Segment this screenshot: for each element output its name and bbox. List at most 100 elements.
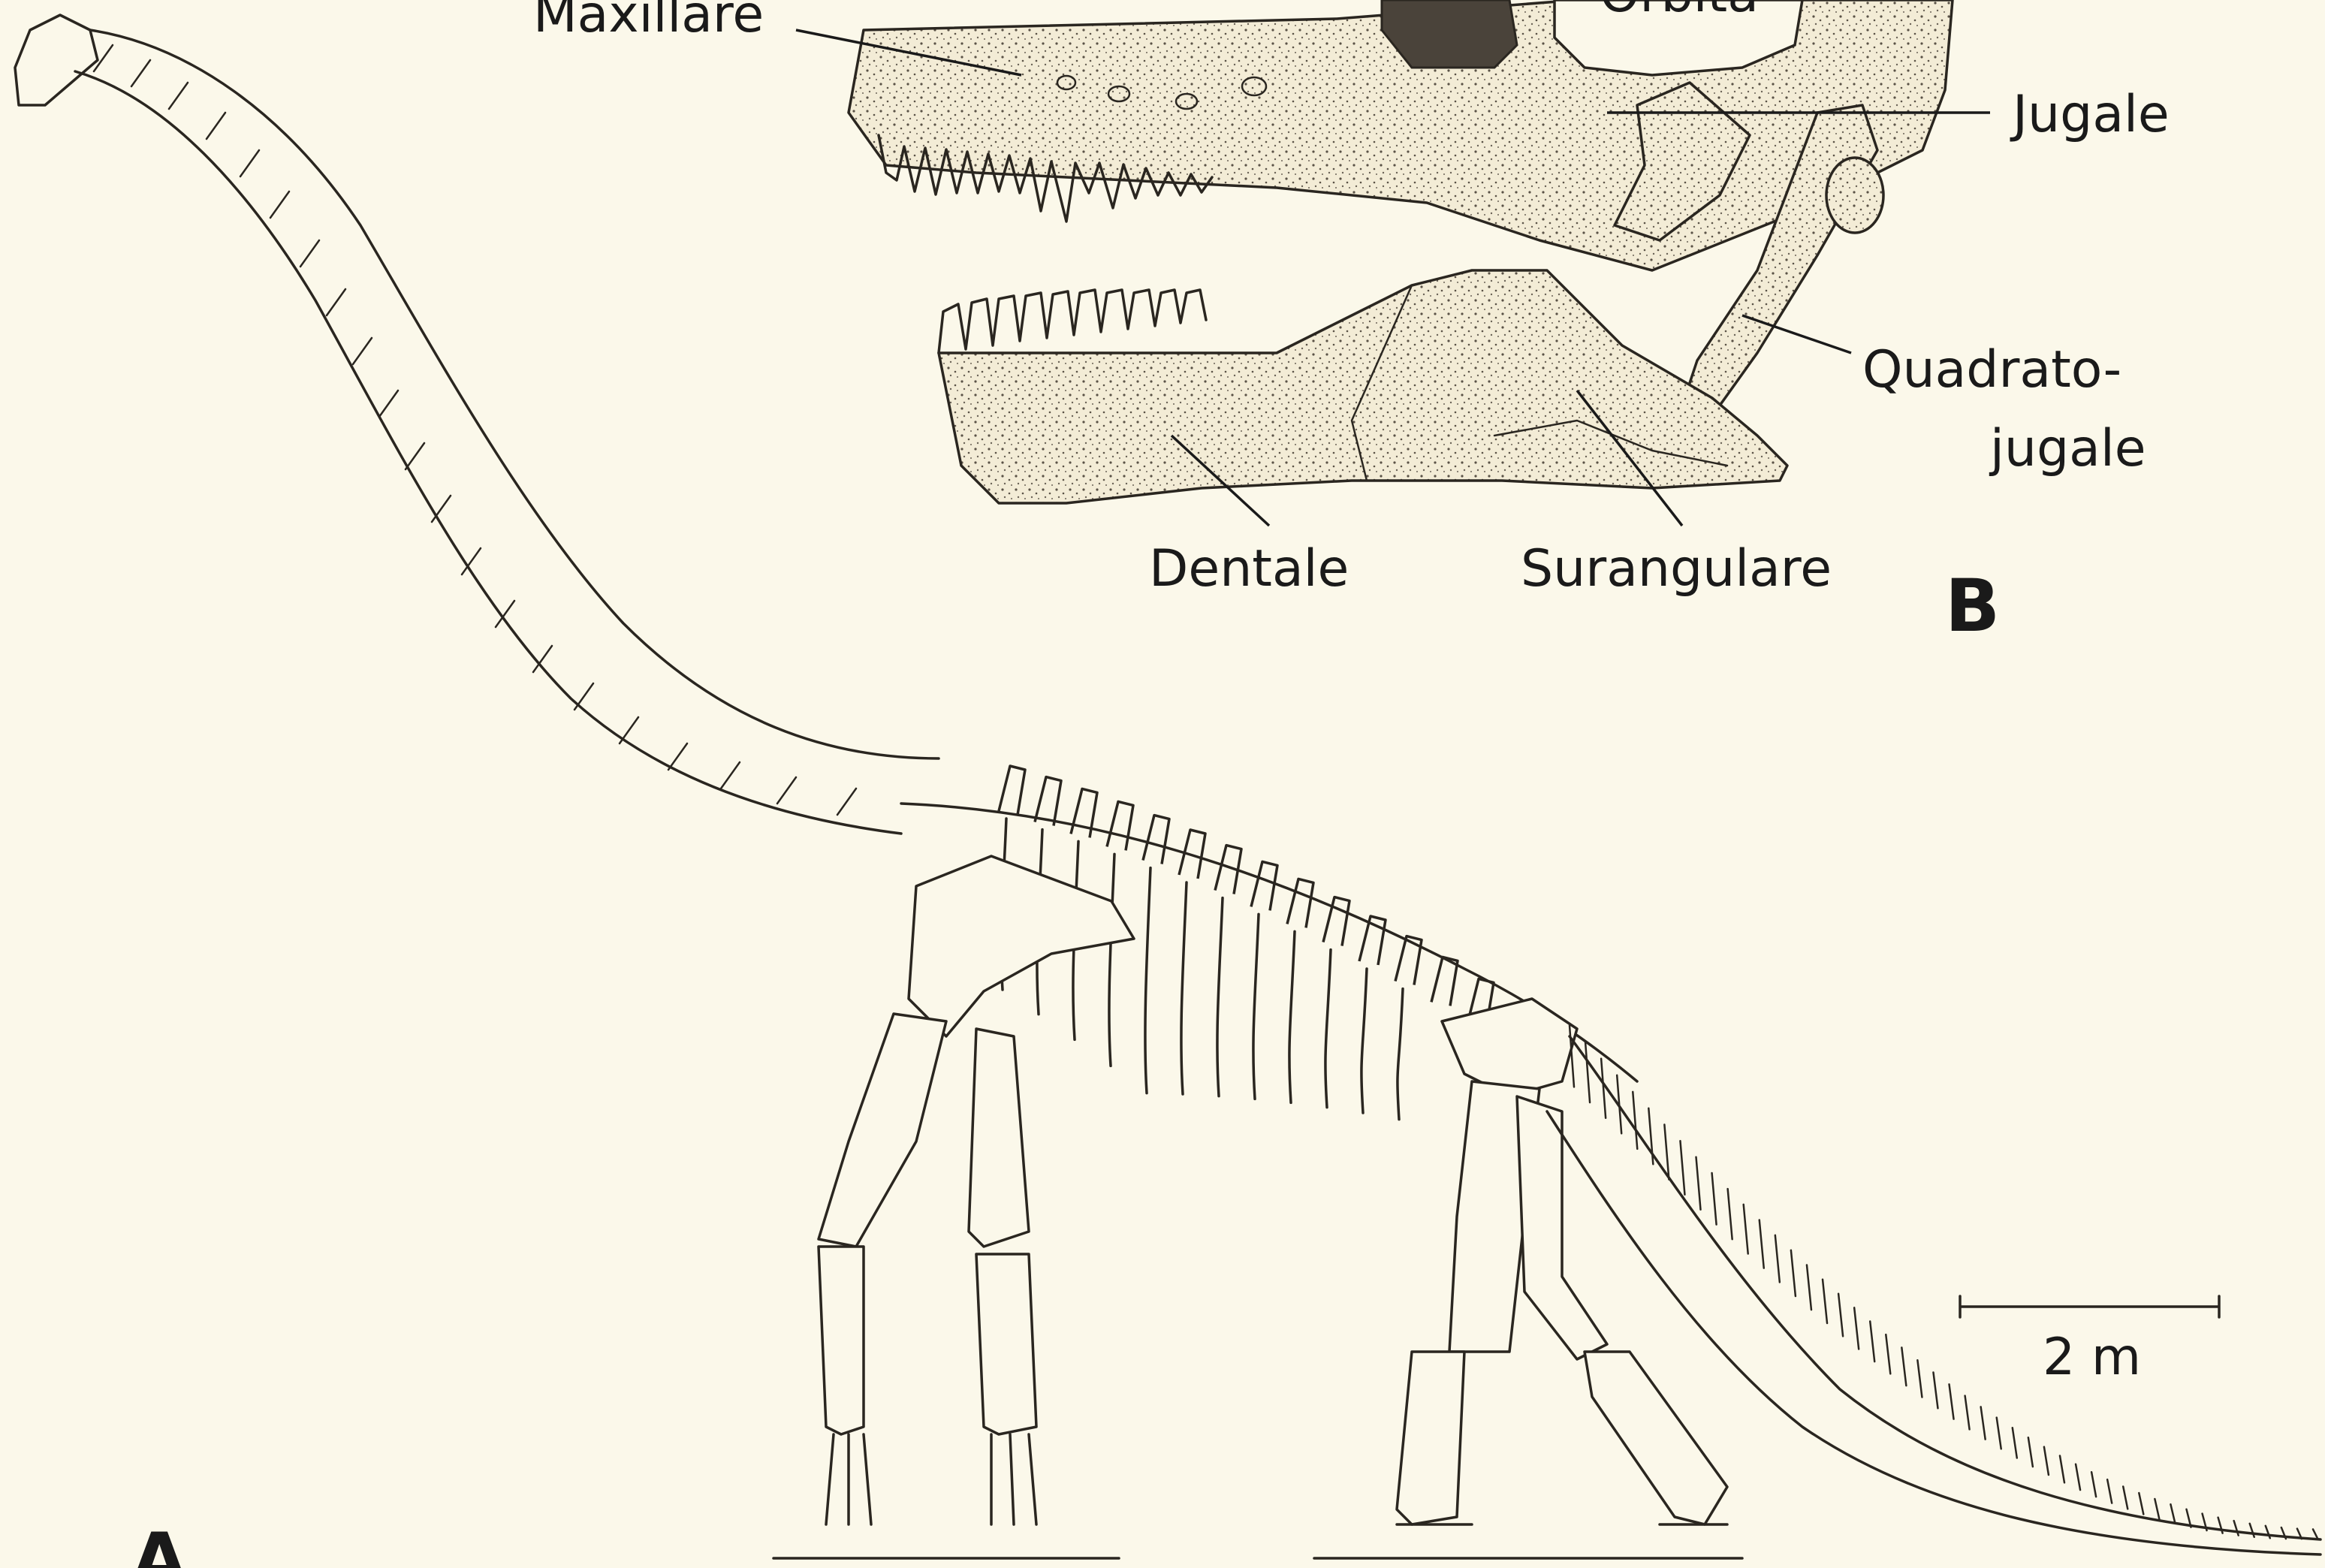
- tail-vertebra: [1742, 1203, 1749, 1255]
- tail-vertebra: [1568, 1024, 1576, 1088]
- label-quadratojugale-1: Quadrato-: [1862, 340, 2121, 400]
- leader-dentale: [1170, 434, 1271, 527]
- tail-vertebra: [1821, 1278, 1829, 1325]
- skeleton-tibia: [1395, 1350, 1466, 1526]
- neck-vertebra: [719, 761, 741, 790]
- skeleton-femur: [1448, 1080, 1541, 1353]
- tail-vertebra: [1964, 1395, 1971, 1431]
- neck-vertebra: [573, 682, 595, 711]
- tail-vertebra: [2154, 1497, 2161, 1521]
- rib: [1360, 967, 1368, 1114]
- tail-vertebra: [1995, 1416, 2002, 1450]
- skeleton-front-foot: [825, 1433, 1038, 1526]
- dorsal-spine: [1105, 800, 1135, 851]
- tail-vertebra: [1916, 1358, 1923, 1398]
- neck-vertebrae: [92, 44, 858, 816]
- tail-vertebra: [1805, 1264, 1813, 1311]
- neck-vertebra: [269, 190, 291, 219]
- neck-vertebra: [494, 599, 516, 629]
- dorsal-spine: [1286, 877, 1315, 928]
- neck-vertebra: [205, 111, 227, 140]
- tail-vertebra: [1901, 1346, 1907, 1387]
- skull-lower-teeth: [937, 288, 1208, 354]
- skeleton-pelvis: [1440, 997, 1579, 1098]
- neck-vertebra: [460, 547, 482, 576]
- tail-vertebra: [1615, 1074, 1623, 1135]
- tail-vertebra: [1679, 1139, 1686, 1196]
- tail-vertebra: [1885, 1333, 1892, 1375]
- leader-maxillare: [795, 29, 1022, 77]
- tail-vertebra: [2217, 1516, 2224, 1534]
- tail-vertebra: [2074, 1463, 2082, 1491]
- tail-vertebra: [2170, 1503, 2176, 1524]
- tail-vertebra: [2011, 1426, 2019, 1459]
- neck-vertebra: [130, 59, 152, 88]
- ribs: [1000, 817, 1404, 1121]
- tail-vertebra: [1932, 1371, 1939, 1410]
- dorsal-spine: [1141, 813, 1171, 864]
- skeleton-head: [14, 14, 99, 107]
- label-quadratojugale-2: jugale: [1989, 419, 2146, 478]
- tail-vertebra: [1695, 1156, 1702, 1211]
- tail-vertebra: [2311, 1528, 2319, 1539]
- tail-vertebra: [2185, 1508, 2192, 1528]
- rib: [1180, 881, 1188, 1096]
- tail-vertebrae: [1568, 1024, 2319, 1540]
- tail-vertebra: [1600, 1057, 1607, 1119]
- neck-vertebra: [239, 149, 261, 178]
- tail-vertebra: [1758, 1219, 1766, 1269]
- skeleton-front-lower-2: [975, 1253, 1038, 1436]
- leader-quadratojugale: [1741, 314, 1852, 354]
- label-jugale: Jugale: [2010, 85, 2170, 144]
- tail-vertebra: [1774, 1234, 1781, 1283]
- neck-vertebra: [776, 776, 798, 805]
- tail-vertebra: [2138, 1491, 2145, 1515]
- neck-vertebra: [836, 787, 858, 816]
- neck-vertebra: [618, 716, 640, 745]
- tail-vertebra: [2027, 1436, 2034, 1468]
- rib: [1288, 930, 1296, 1105]
- neck-vertebra: [92, 44, 114, 73]
- rib: [1324, 948, 1332, 1109]
- neck-vertebra: [667, 742, 689, 771]
- scale-bar-label: 2 m: [2043, 1328, 2141, 1387]
- neck-vertebra: [167, 81, 189, 110]
- tail-vertebra: [1711, 1171, 1717, 1226]
- tail-vertebra: [2296, 1527, 2303, 1540]
- tail-vertebra: [2090, 1471, 2097, 1498]
- neck-vertebra: [299, 239, 321, 268]
- dorsal-spine: [1322, 895, 1351, 946]
- tail-vertebra: [1837, 1292, 1844, 1337]
- skeleton-neck-upper: [89, 29, 940, 760]
- tail-vertebra: [1663, 1123, 1670, 1181]
- neck-vertebra: [325, 288, 347, 317]
- label-orbita: Orbita: [1600, 0, 1759, 24]
- tail-vertebra: [1790, 1249, 1797, 1298]
- tail-vertebra: [2106, 1478, 2113, 1504]
- dorsal-spine: [1214, 843, 1243, 894]
- skeleton-humerus: [817, 1012, 948, 1248]
- skeleton-hind-lower-2: [1583, 1350, 1729, 1526]
- tail-vertebra: [1948, 1383, 1955, 1420]
- tail-vertebra: [1853, 1307, 1860, 1350]
- neck-vertebra: [430, 494, 452, 523]
- tail-vertebra: [1584, 1041, 1591, 1104]
- tail-vertebra: [1868, 1320, 1876, 1363]
- leader-surangulare: [1576, 389, 1684, 527]
- skull-orbit: [1553, 0, 1804, 77]
- label-surangulare: Surangulare: [1521, 539, 1832, 599]
- panel-label-a: A: [131, 1518, 187, 1568]
- rib: [1144, 866, 1152, 1095]
- dorsal-spine: [1250, 860, 1279, 911]
- skull-fenestra: [1380, 0, 1518, 69]
- label-maxillare: Maxillare: [533, 0, 764, 44]
- skull-drawing: Maxillare Orbita Jugale Quadrato- jugale…: [533, 0, 2170, 648]
- tail-vertebra: [1980, 1406, 1986, 1440]
- rib: [1108, 852, 1116, 1068]
- skull-jugal-strut: [1613, 81, 1751, 242]
- tail-vertebra: [2264, 1524, 2272, 1539]
- tail-vertebra: [2058, 1455, 2066, 1484]
- skeleton-front-forearm: [817, 1245, 865, 1436]
- label-dentale: Dentale: [1149, 539, 1349, 599]
